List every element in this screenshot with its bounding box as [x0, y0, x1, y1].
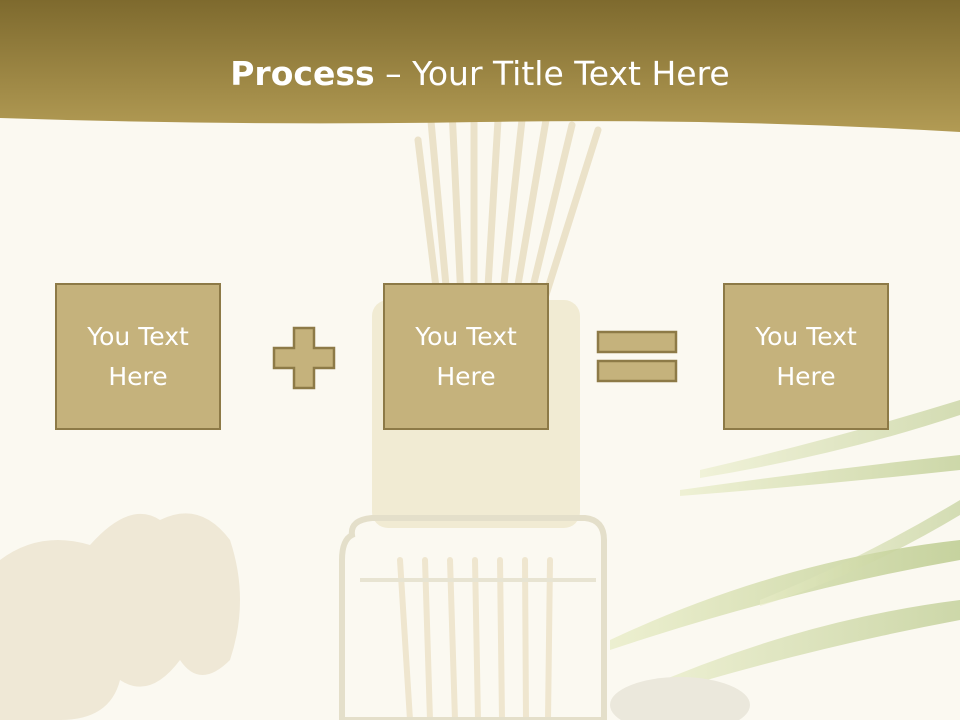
text-box-1: You Text Here: [55, 283, 221, 430]
text-box-2: You Text Here: [383, 283, 549, 430]
text-box-3: You Text Here: [723, 283, 889, 430]
title-dash: –: [374, 54, 413, 93]
title-rest: Your Title Text Here: [412, 54, 730, 93]
text-box-3-label: You Text Here: [755, 321, 857, 391]
title-bold: Process: [230, 54, 375, 93]
plus-icon: [272, 326, 336, 390]
header-band: [0, 0, 960, 132]
equals-icon: [596, 330, 678, 383]
text-box-1-label: You Text Here: [87, 321, 189, 391]
leaves: [610, 400, 960, 700]
text-box-2-label: You Text Here: [415, 321, 517, 391]
stone: [610, 677, 750, 720]
slide-title: Process – Your Title Text Here: [0, 52, 960, 96]
bottle: [339, 515, 607, 720]
coral: [0, 513, 240, 720]
